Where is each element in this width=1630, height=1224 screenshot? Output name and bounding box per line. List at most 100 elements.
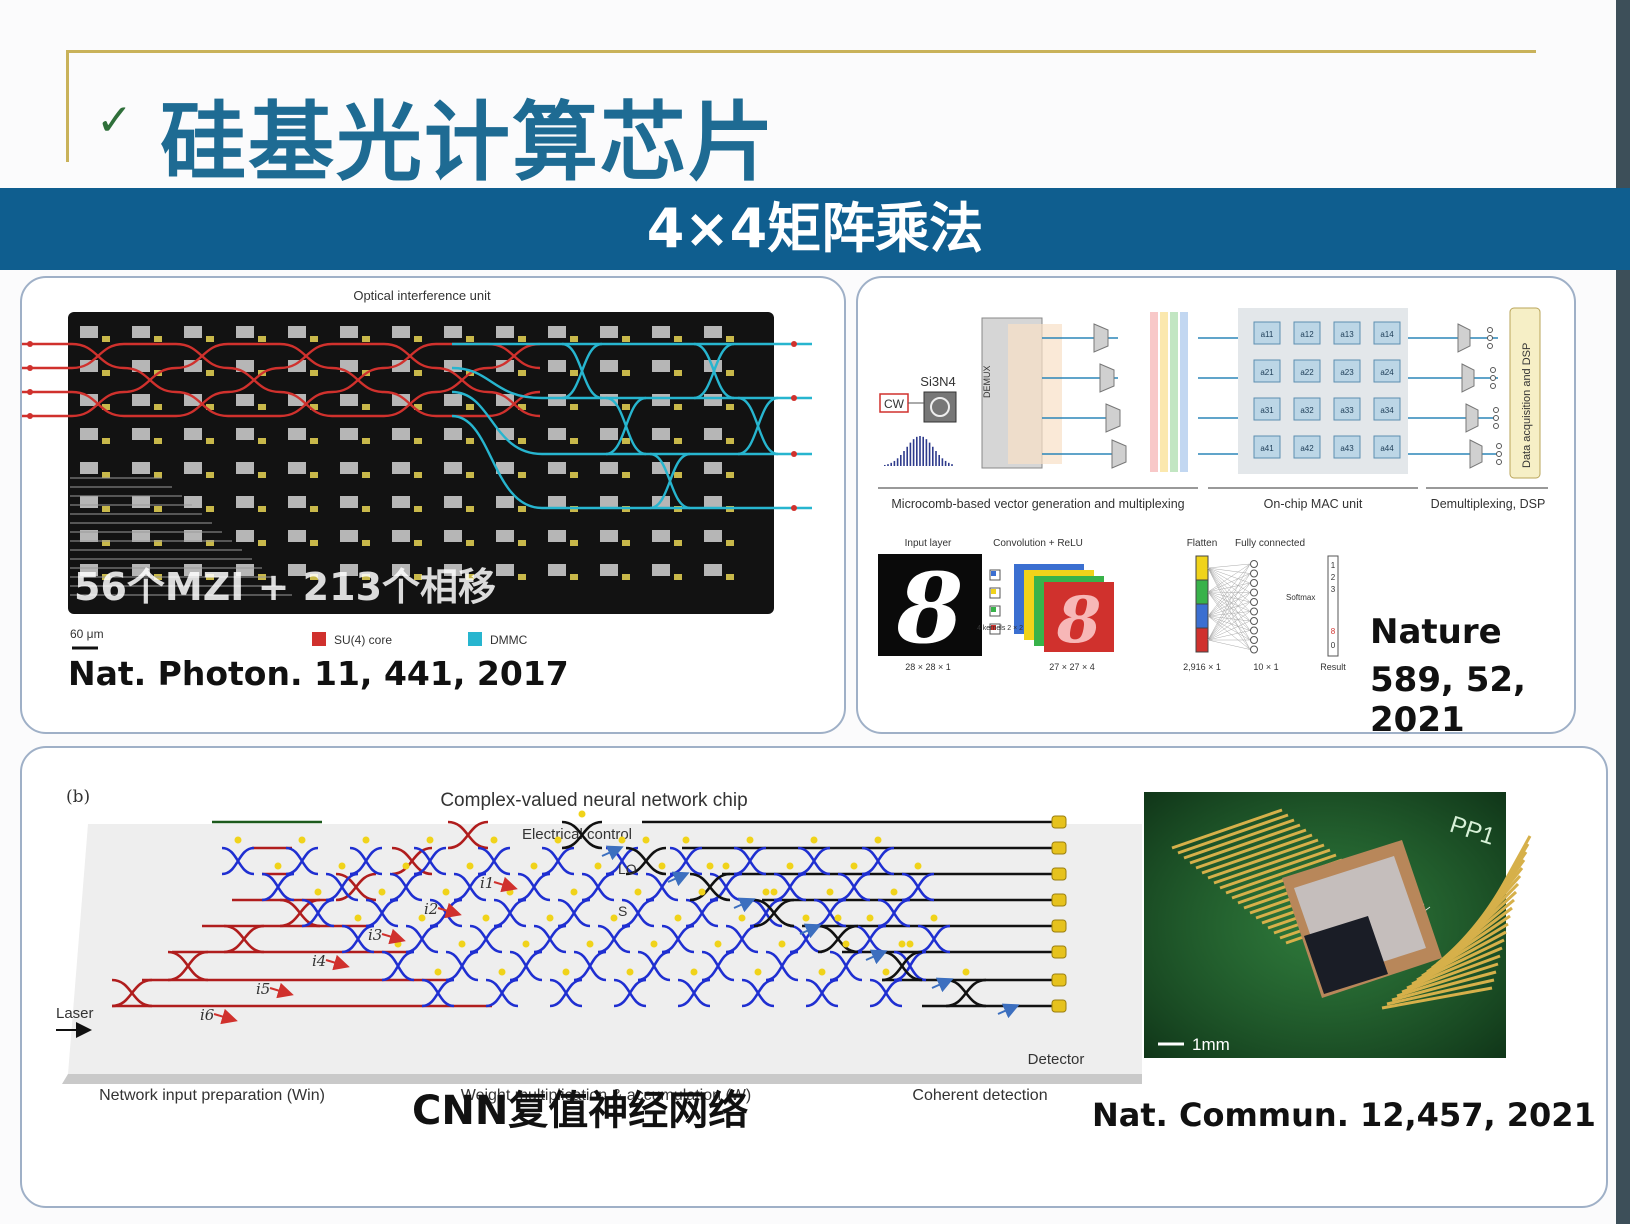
contact-pad: [132, 360, 150, 372]
contact-pad: [132, 394, 150, 406]
fc-node: [1250, 607, 1258, 616]
fc-edge: [1207, 567, 1251, 574]
heater: [622, 438, 630, 444]
s-label: S: [618, 903, 627, 919]
phase-heater: [634, 888, 642, 896]
window-edge: [1616, 0, 1630, 1224]
contact-pad: [184, 360, 202, 372]
comb-line: [925, 439, 928, 466]
heater: [206, 370, 214, 376]
signal-arrow: [601, 845, 624, 861]
detector-pad: [1051, 841, 1067, 855]
heater: [310, 438, 318, 444]
phase-heater: [890, 888, 898, 896]
contact-pad: [548, 326, 566, 338]
comb-line: [932, 446, 934, 466]
contact-pad: [548, 394, 566, 406]
phase-heater: [882, 968, 890, 976]
mac-cell-label: a24: [1380, 368, 1394, 377]
mzi-cross: [435, 366, 489, 394]
mzi-blue: [381, 950, 415, 982]
heater: [622, 540, 630, 546]
photodetector: [1496, 451, 1502, 457]
heater: [726, 472, 734, 478]
contact-pad: [704, 394, 722, 406]
mzi-blue: [445, 950, 479, 982]
fc-node: [1250, 626, 1258, 635]
signal-arrow: [667, 871, 690, 887]
heater: [674, 540, 682, 546]
fc-edge: [1207, 567, 1251, 650]
flatten-segment: [1195, 555, 1209, 581]
lo-label: LO: [618, 861, 637, 877]
conv-kernels: [989, 569, 1001, 635]
heater: [622, 370, 630, 376]
output-port: [791, 341, 797, 347]
photodetector: [1487, 343, 1493, 349]
mzi-black: [625, 846, 667, 876]
gold-pin: [1219, 848, 1331, 890]
heater: [414, 540, 422, 546]
phase-heater: [562, 968, 570, 976]
mac-cell-label: a31: [1260, 406, 1274, 415]
mzi-blue: [829, 950, 863, 982]
mac-cell-label: a32: [1300, 406, 1314, 415]
mzi-blue: [749, 898, 783, 928]
contact-pad: [184, 564, 202, 576]
svg-text:8: 8: [896, 552, 964, 665]
signal-arrow: [799, 923, 822, 939]
mzi-blue: [861, 846, 895, 876]
contact-pad: [340, 326, 358, 338]
photodetector: [1490, 375, 1496, 381]
contact-pad: [548, 360, 566, 372]
dmmc-waveguide: [451, 414, 543, 510]
phase-heater: [714, 940, 722, 948]
mzi-red: [391, 846, 433, 876]
mzi-black: [881, 950, 923, 982]
phase-heater: [418, 914, 426, 922]
flatten-segment: [1195, 627, 1209, 653]
phase-heater: [850, 862, 858, 870]
mzi-red: [223, 924, 265, 954]
phase-heater: [746, 836, 754, 844]
mzi-blue: [549, 978, 583, 1008]
dmmc-cross: [693, 342, 735, 400]
mzi-blue: [493, 898, 527, 928]
mzi-red: [111, 978, 153, 1008]
phase-heater: [442, 888, 450, 896]
phase-heater: [506, 888, 514, 896]
mzi-blue: [389, 872, 423, 902]
contact-pad: [184, 394, 202, 406]
signal-arrow: [931, 977, 954, 993]
input-port: [27, 389, 33, 395]
citation-nature-line2: 589, 52, 2021: [1370, 660, 1526, 740]
contact-pad: [444, 530, 462, 542]
gold-pin: [1189, 823, 1301, 865]
mac-cell-label: a23: [1340, 368, 1354, 377]
heater: [726, 574, 734, 580]
contact-pad: [600, 360, 618, 372]
contact-pad: [236, 530, 254, 542]
mzi-blue: [453, 872, 487, 902]
detector-pad: [1051, 919, 1067, 933]
svg-text:4 kernels 2 × 2: 4 kernels 2 × 2: [977, 625, 1023, 632]
phase-heater: [298, 836, 306, 844]
heater: [310, 540, 318, 546]
contact-pad: [184, 496, 202, 508]
mzi-blue: [677, 978, 711, 1008]
heater: [310, 336, 318, 342]
mzi-cross: [175, 342, 229, 370]
phase-heater: [770, 888, 778, 896]
comb-line: [919, 436, 921, 466]
phase-heater: [234, 836, 242, 844]
slide-title: 硅基光计算芯片: [160, 93, 776, 193]
phase-heater: [754, 968, 762, 976]
comb-line: [928, 442, 931, 466]
mzi-blue: [469, 924, 503, 954]
detector-pad: [1051, 973, 1067, 987]
mac-cell: [1293, 359, 1321, 383]
heater: [362, 540, 370, 546]
phase-heater: [818, 968, 826, 976]
heater: [310, 404, 318, 410]
contact-pad: [652, 564, 670, 576]
